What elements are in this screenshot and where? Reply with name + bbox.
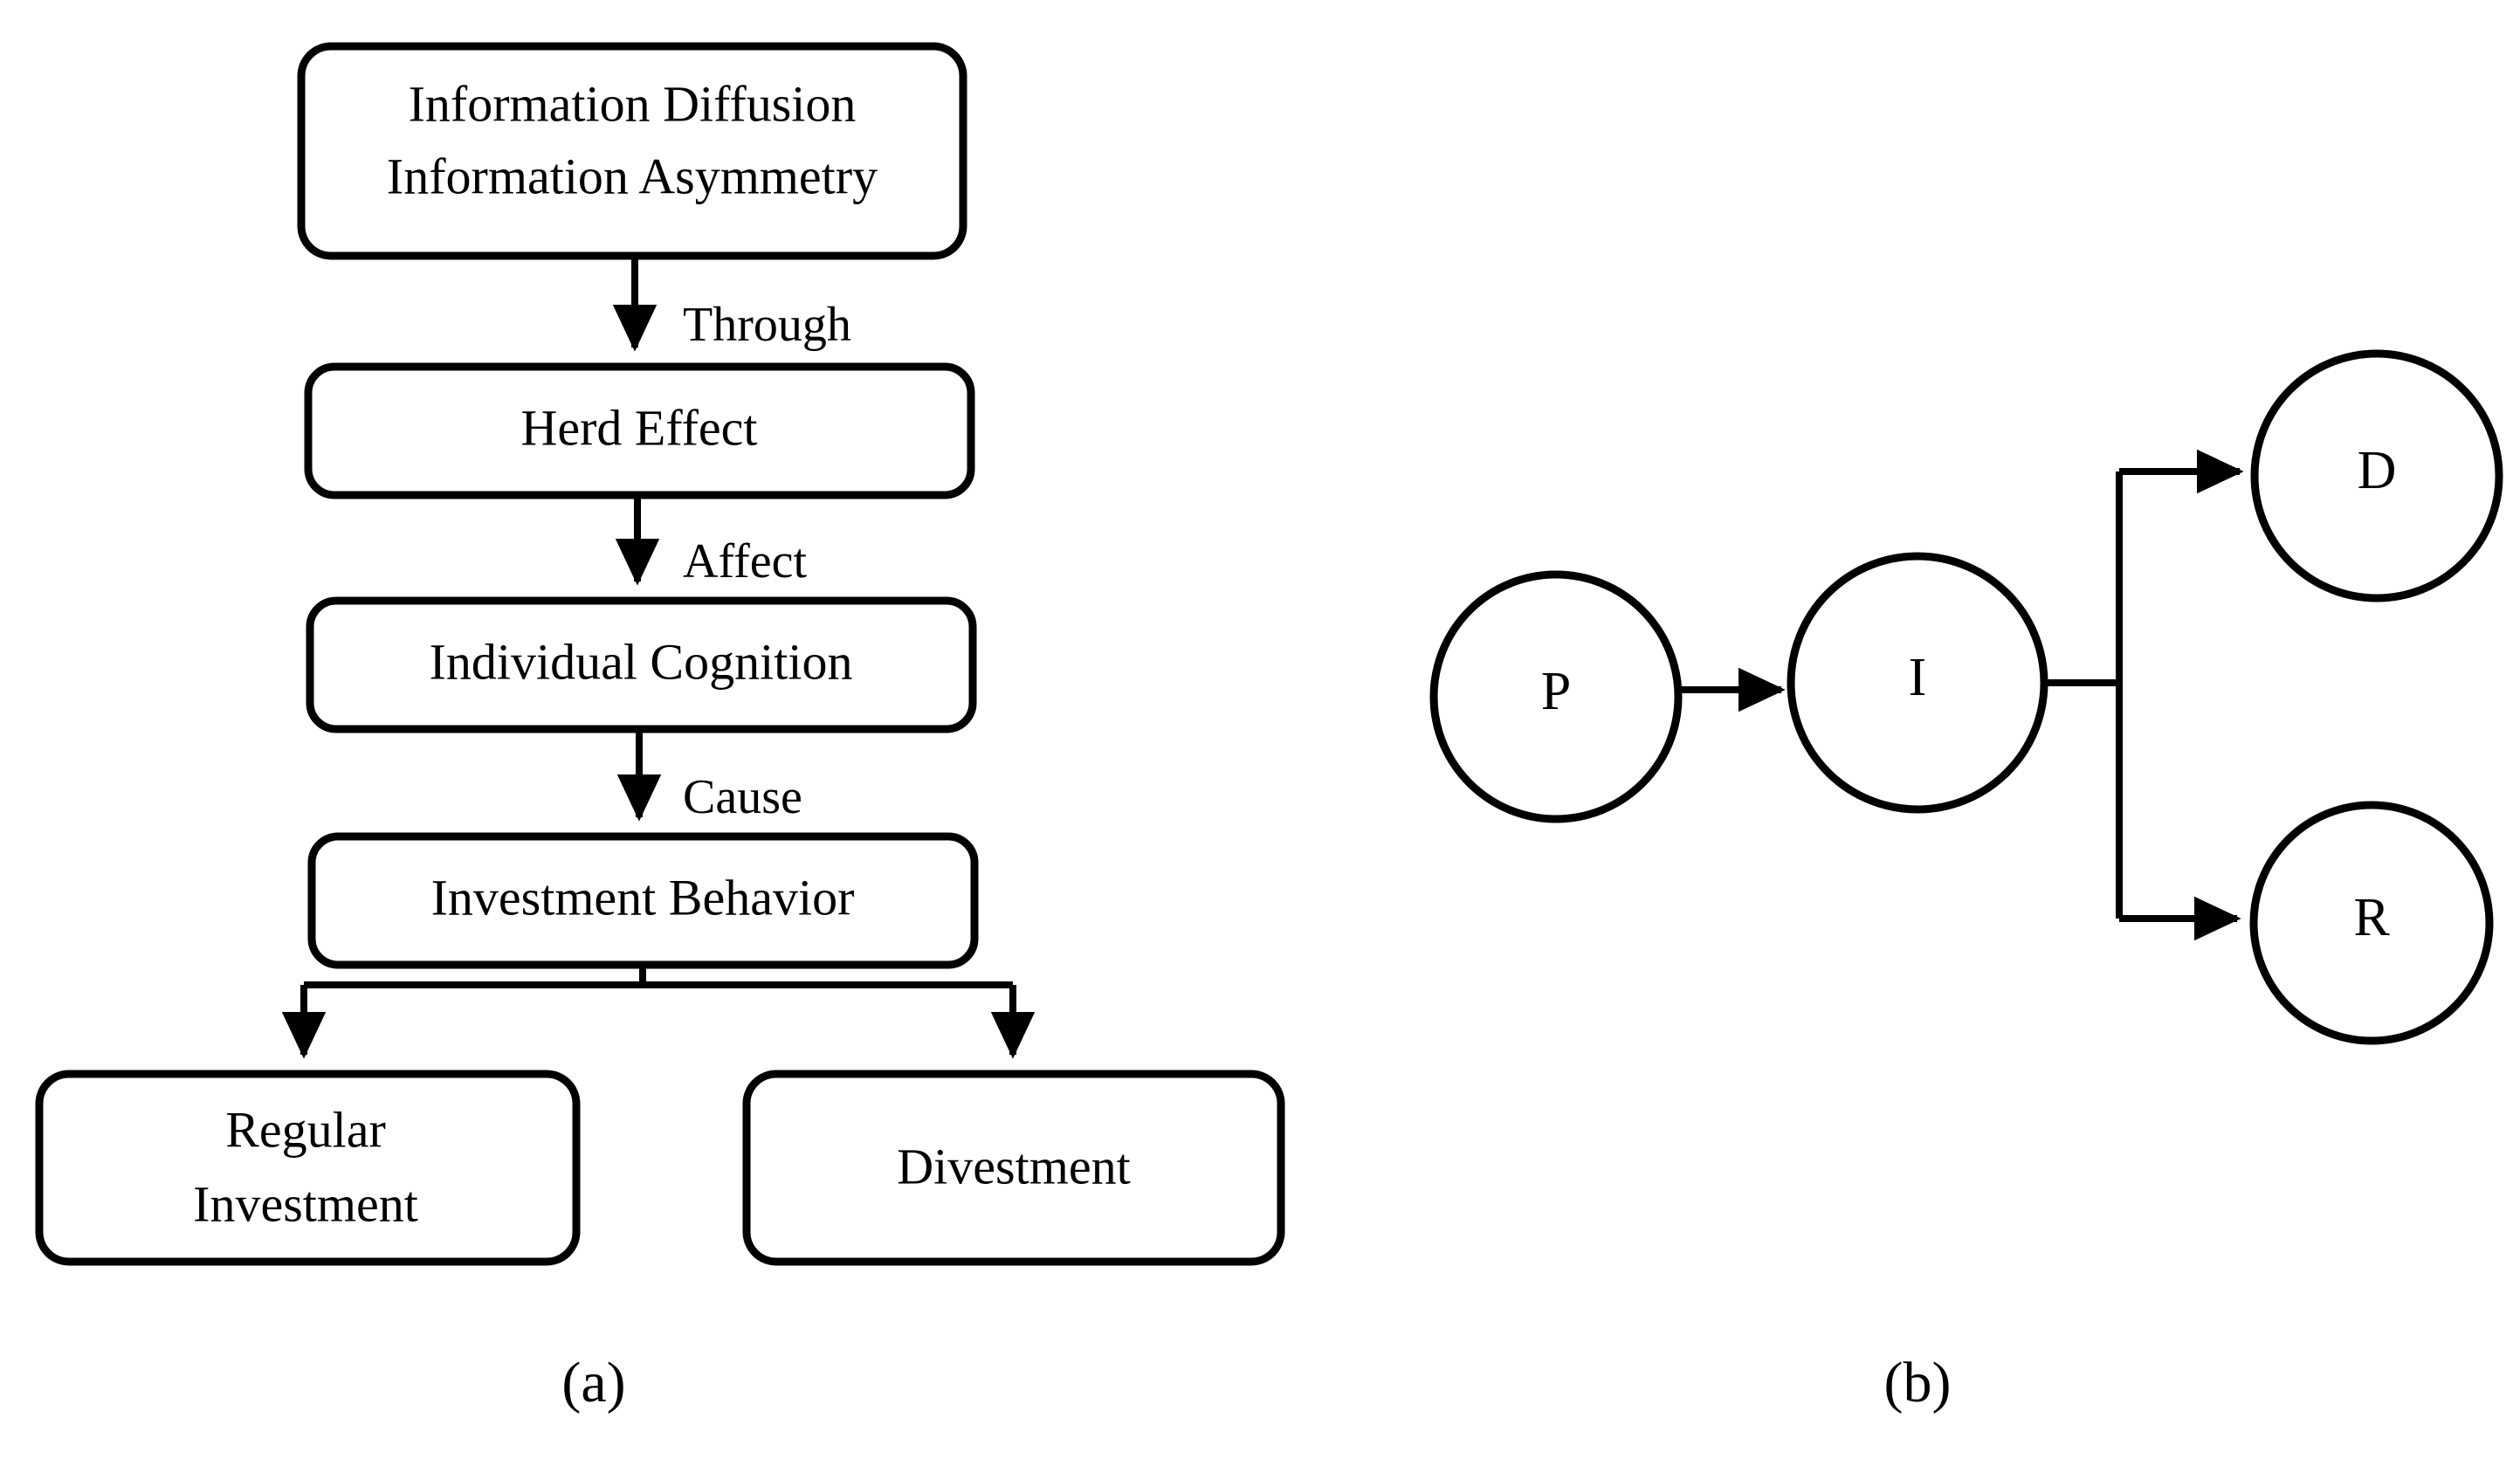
herd-effect-box[interactable]: Herd Effect <box>304 362 975 499</box>
information-source-line-2: Information Asymmetry <box>387 148 878 204</box>
individual-cognition-label: Individual Cognition <box>430 633 853 690</box>
node-d[interactable]: D <box>2250 349 2503 602</box>
connector-cognition-to-behavior: Cause <box>616 729 802 824</box>
information-source-line-1: Information Diffusion <box>409 75 857 132</box>
divestment-label: Divestment <box>897 1138 1130 1194</box>
panel-b-group: P I D R (b) <box>1429 349 2503 1414</box>
regular-investment-line-1: Regular <box>225 1101 386 1158</box>
connector-behavior-fork <box>281 965 1036 1059</box>
panel-a-caption: (a) <box>561 1351 625 1414</box>
node-i-label: I <box>1909 648 1927 707</box>
node-r-outline <box>2249 801 2494 1045</box>
edge-label-cause: Cause <box>683 770 802 824</box>
regular-investment-line-2: Investment <box>193 1175 418 1232</box>
investment-behavior-label: Investment Behavior <box>431 869 855 926</box>
node-p[interactable]: P <box>1429 570 1683 823</box>
node-r-label: R <box>2353 888 2390 947</box>
regular-investment-box-outline <box>35 1070 581 1266</box>
node-d-outline <box>2250 349 2503 602</box>
connector-herd-to-cognition: Affect <box>615 495 807 588</box>
edge-label-through: Through <box>683 298 851 352</box>
panel-b-caption: (b) <box>1884 1351 1952 1414</box>
panel-a-group: Information Diffusion Information Asymme… <box>35 42 1285 1414</box>
divestment-box[interactable]: Divestment <box>742 1070 1285 1266</box>
investment-behavior-box[interactable]: Investment Behavior <box>307 832 979 969</box>
connector-source-to-herd: Through <box>612 256 851 352</box>
node-p-outline <box>1429 570 1683 823</box>
regular-investment-box[interactable]: Regular Investment <box>35 1070 581 1266</box>
node-p-label: P <box>1541 662 1571 721</box>
individual-cognition-box[interactable]: Individual Cognition <box>306 596 977 733</box>
node-i[interactable]: I <box>1787 552 2048 814</box>
herd-effect-label: Herd Effect <box>520 399 757 456</box>
node-d-label: D <box>2358 441 2397 500</box>
information-source-box[interactable]: Information Diffusion Information Asymme… <box>297 42 967 260</box>
edge-label-affect: Affect <box>683 534 807 588</box>
node-i-outline <box>1787 552 2048 814</box>
node-r[interactable]: R <box>2249 801 2494 1045</box>
divestment-box-outline <box>742 1070 1285 1266</box>
